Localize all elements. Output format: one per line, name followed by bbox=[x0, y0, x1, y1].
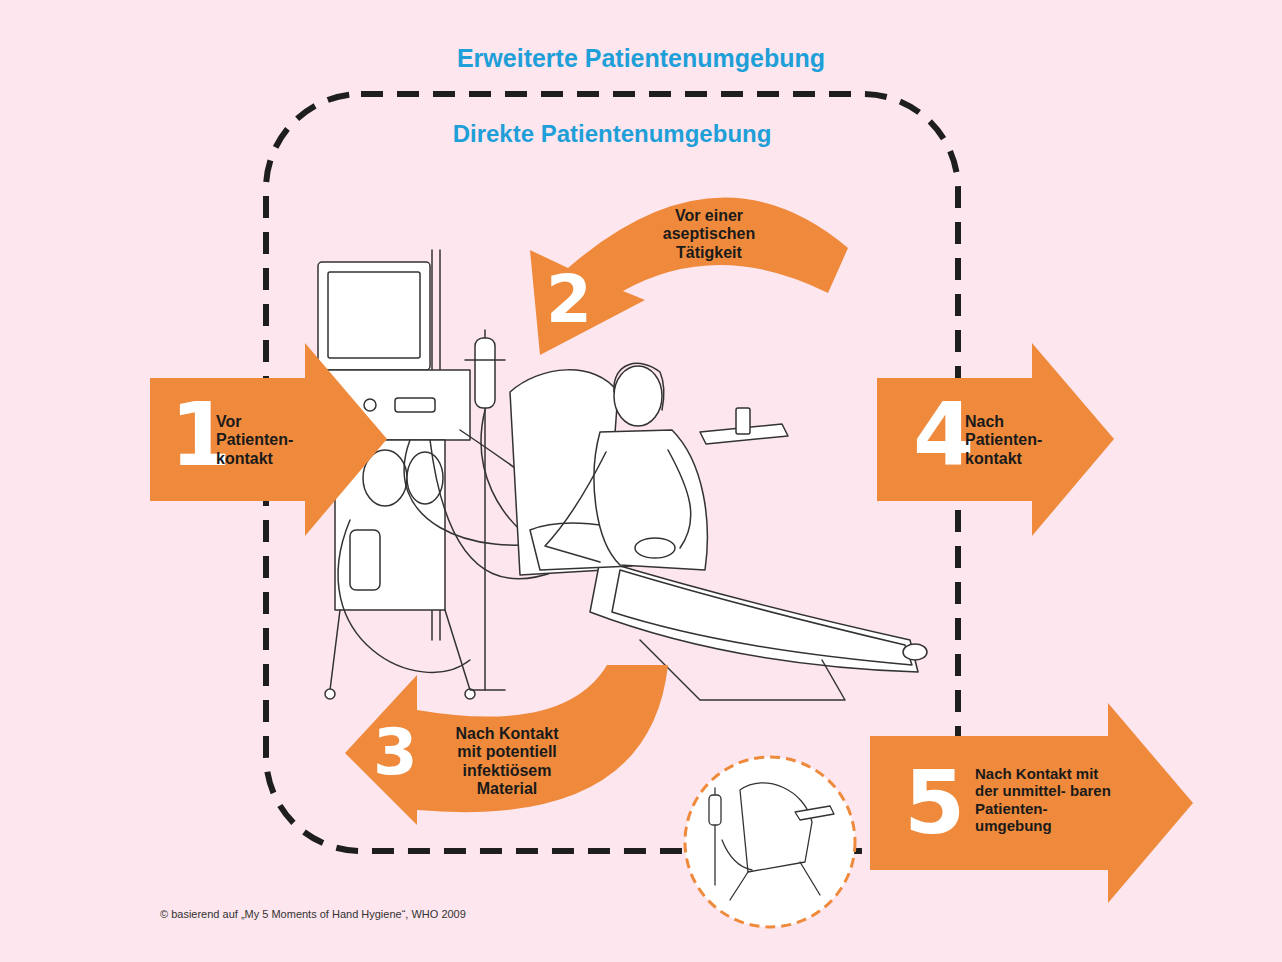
illustration-stroke bbox=[736, 408, 750, 434]
illustration-stroke bbox=[325, 689, 335, 699]
illustration-stroke bbox=[407, 452, 443, 504]
illustration-stroke bbox=[740, 783, 812, 872]
illustration-stroke bbox=[545, 452, 606, 562]
moment-number: 2 bbox=[546, 267, 592, 333]
illustration-stroke bbox=[350, 530, 380, 590]
moment-text: Nach Kontakt mit der unmittel- baren Pat… bbox=[975, 765, 1111, 834]
zone-heading: Direkte Patientenumgebung bbox=[262, 120, 962, 148]
moment-number: 3 bbox=[373, 720, 418, 784]
arrow-fill bbox=[870, 703, 1193, 903]
illustration-stroke bbox=[903, 644, 927, 660]
illustration-stroke bbox=[635, 538, 675, 558]
illustration-stroke bbox=[668, 450, 691, 548]
illustration-stroke bbox=[475, 338, 495, 408]
moment-arrow: 5Nach Kontakt mit der unmittel- baren Pa… bbox=[870, 703, 1193, 903]
dashed-border bbox=[266, 94, 958, 851]
zone-heading: Erweiterte Patientenumgebung bbox=[0, 44, 1282, 73]
arrow-fill bbox=[150, 343, 387, 536]
arrow-fill bbox=[877, 343, 1114, 536]
illustration-stroke bbox=[395, 398, 435, 412]
illustration-stroke bbox=[709, 783, 834, 900]
moment-arrow: 4Nach Patienten- kontakt bbox=[877, 343, 1114, 536]
moment-arrow: 1Vor Patienten- kontakt bbox=[150, 343, 387, 536]
moment-text: Nach Patienten- kontakt bbox=[965, 413, 1060, 468]
illustration-stroke bbox=[318, 262, 430, 370]
illustration-stroke bbox=[709, 795, 721, 825]
illustration-stroke bbox=[364, 399, 376, 411]
moment-text: Vor einer aseptischen Tätigkeit bbox=[650, 207, 768, 262]
illustration-stroke bbox=[795, 806, 834, 820]
moment-arrow: 2 Vor einer aseptischen Tätigkeit bbox=[528, 183, 848, 360]
source-caption: © basierend auf „My 5 Moments of Hand Hy… bbox=[160, 908, 466, 920]
illustration-stroke bbox=[685, 757, 855, 927]
moment-number: 5 bbox=[904, 759, 965, 847]
moment-text: Nach Kontakt mit potentiell infektiösem … bbox=[443, 725, 571, 799]
illustration-stroke bbox=[614, 366, 662, 426]
patient-surroundings-inset bbox=[685, 757, 855, 927]
moment-arrow: 3 Nach Kontakt mit potentiell infektiösem… bbox=[345, 665, 668, 825]
illustration-stroke bbox=[722, 840, 752, 870]
arrow-fill bbox=[530, 198, 848, 355]
illustration-stroke bbox=[328, 272, 420, 358]
arrow-fill bbox=[345, 665, 668, 825]
moment-text: Vor Patienten- kontakt bbox=[216, 413, 311, 468]
